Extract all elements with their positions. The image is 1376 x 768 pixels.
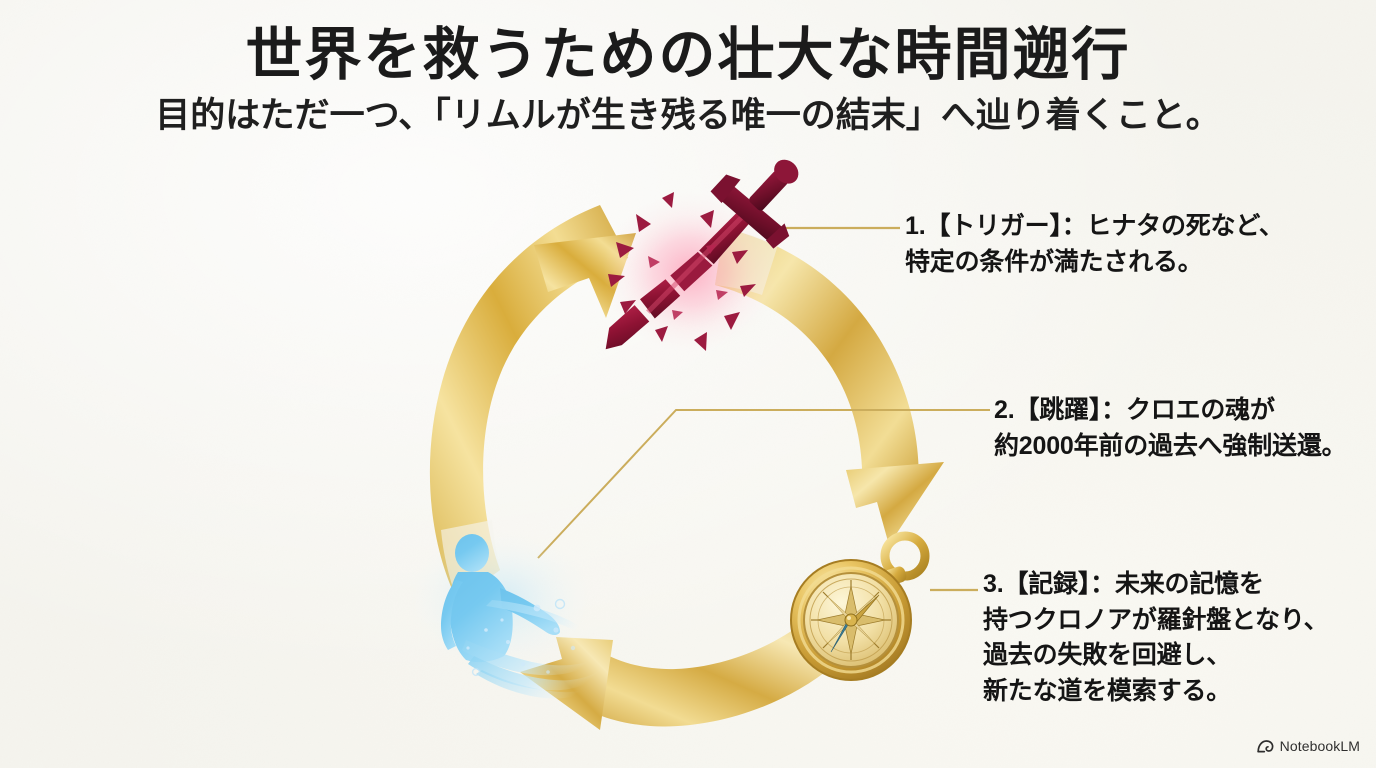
page-title: 世界を救うための壮大な時間遡行 bbox=[245, 24, 1131, 87]
step-text-2: 2.【跳躍】：クロエの魂が 約2000年前の過去へ強制送還。 bbox=[994, 396, 1347, 460]
title-block: 世界を救うための壮大な時間遡行 目的はただ一つ、「リムルが生き残る唯一の結末」へ… bbox=[0, 24, 1376, 136]
notebooklm-spiral-icon bbox=[1256, 739, 1274, 752]
notebooklm-watermark: NotebookLM bbox=[1256, 738, 1360, 754]
step-text-1: 1.【トリガー】：ヒナタの死など、 特定の条件が満たされる。 bbox=[905, 212, 1284, 276]
leader-line-2 bbox=[537, 409, 990, 559]
golden-compass-icon bbox=[790, 531, 930, 681]
page-subtitle: 目的はただ一つ、「リムルが生き残る唯一の結末」へ辿り着くこと。 bbox=[155, 95, 1221, 135]
blue-spirit-soul-icon bbox=[408, 530, 606, 699]
step-text-3: 3.【記録】：未来の記憶を 持つクロノアが羅針盤となり、 過去の失敗を回避し、 … bbox=[983, 570, 1329, 705]
watermark-label: NotebookLM bbox=[1279, 738, 1360, 754]
shattered-sword-icon bbox=[602, 159, 799, 352]
